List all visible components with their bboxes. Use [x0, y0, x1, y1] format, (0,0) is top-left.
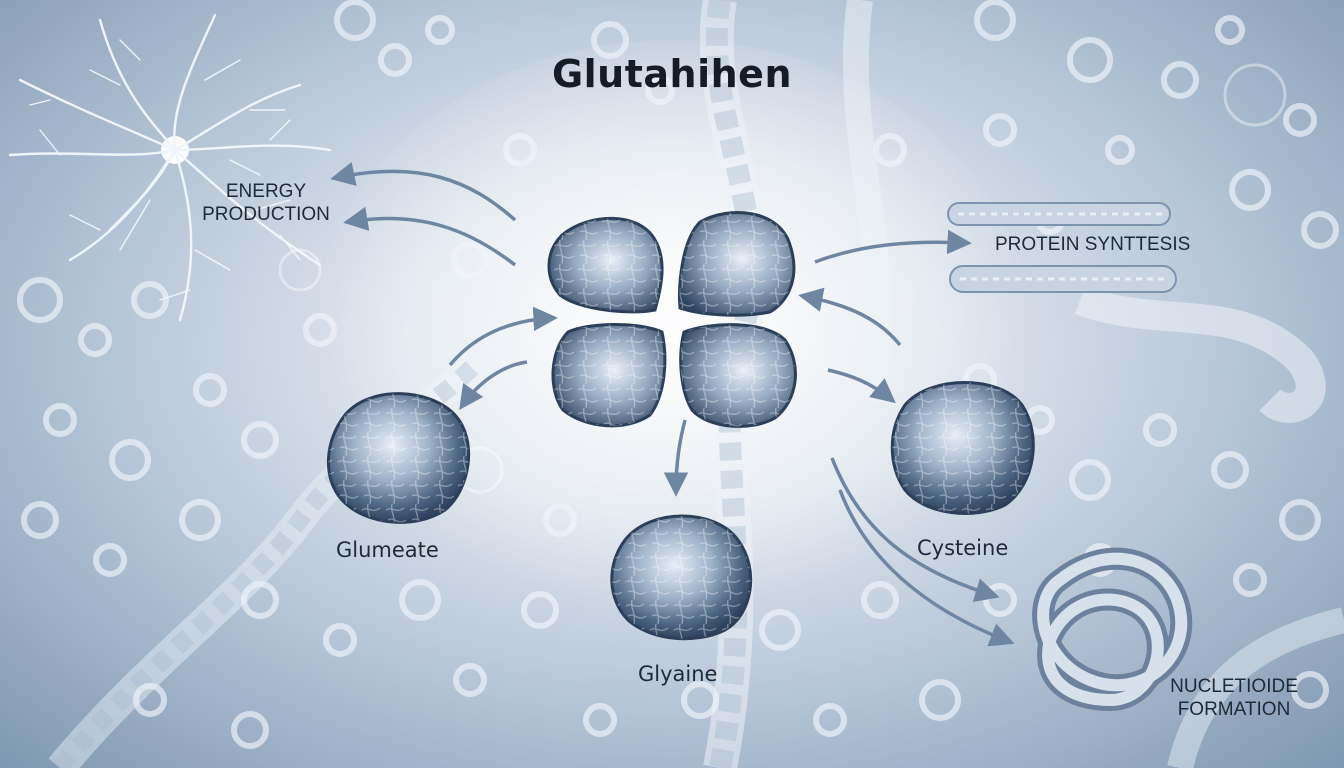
energy-production-label: ENERGY PRODUCTION [186, 180, 346, 226]
glutamate-cell [328, 394, 468, 523]
nucleotide-formation-label: NUCLETIOIDE FORMATION [1160, 675, 1308, 721]
glycine-cell [612, 516, 751, 639]
energy-label-line1: ENERGY [186, 180, 346, 203]
glycine-label: Glyaine [638, 662, 717, 686]
nucleotide-label-line1: NUCLETIOIDE [1160, 675, 1308, 698]
cysteine-cell [892, 383, 1033, 514]
energy-label-line2: PRODUCTION [186, 203, 346, 226]
protein-synthesis-label: PROTEIN SYNTTESIS [995, 233, 1190, 256]
glutamate-label: Glumeate [336, 538, 439, 562]
diagram-title: Glutahihen [0, 52, 1344, 96]
nucleotide-label-line2: FORMATION [1160, 698, 1308, 721]
cysteine-label: Cysteine [917, 536, 1008, 560]
cell-cluster-icon [549, 213, 795, 427]
